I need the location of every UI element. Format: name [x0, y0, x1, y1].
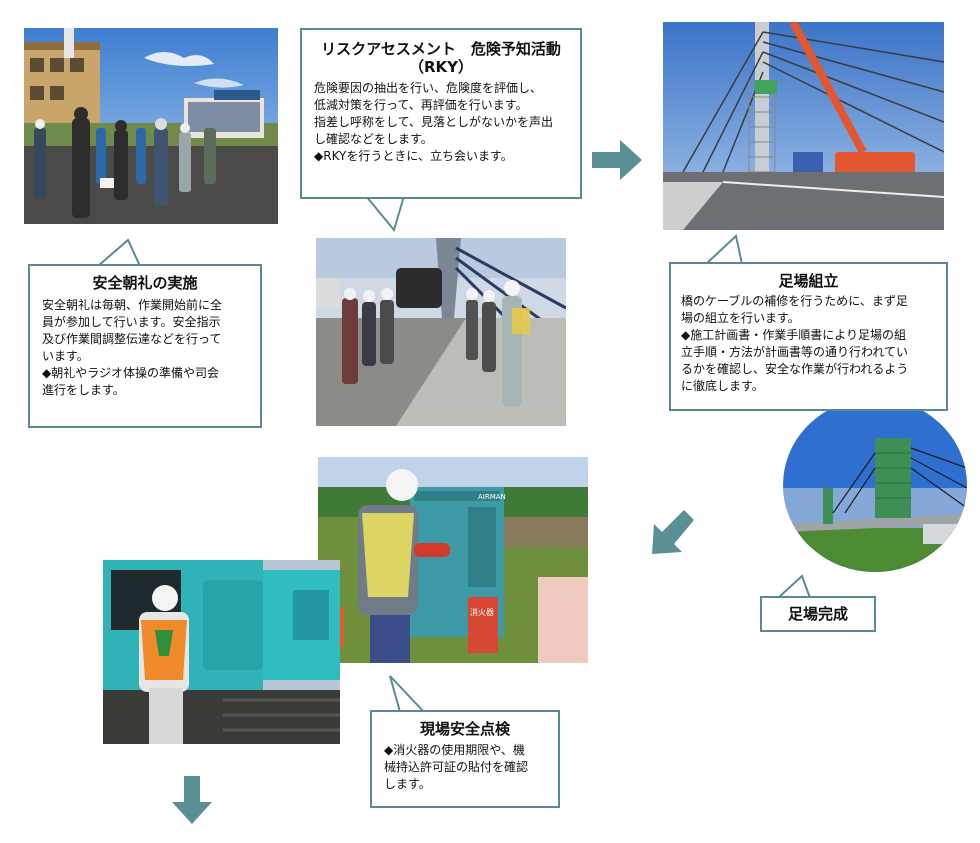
morning-body-line-1: 安全朝礼は毎朝、作業開始前に全 [42, 298, 223, 312]
scaffold-body-line-1: 橋のケーブルの補修を行うために、まず足 [681, 294, 908, 308]
scaffold-body-line-2: 場の組立を行います。 [681, 311, 800, 325]
rky-title-line1: リスクアセスメント 危険予知活動 [321, 40, 561, 58]
inspection-callout: 現場安全点検 ◆消火器の使用期限や、機 械持込許可証の貼付を確認 します。 [370, 710, 560, 808]
excavator-inspection-photo [103, 560, 340, 744]
morning-body-line-3: 及び作業間調整伝達などを行って [42, 332, 222, 346]
scaffold-complete-photo [783, 398, 967, 572]
rky-body-line-3: 指差し呼称をして、見落としがないかを声出 [314, 115, 554, 129]
scaffold-body-line-6: に徹底します。 [681, 379, 764, 393]
rky-body-line-5: ◆RKYを行うときに、立ち会います。 [314, 149, 513, 163]
safety-inspection-photo: AIRMAN 消火器 [318, 457, 588, 663]
morning-body-line-5: ◆朝礼やラジオ体操の準備や司会 [42, 366, 219, 380]
scaffold-done-title: 足場完成 [787, 605, 848, 623]
scaffold-done-callout: 足場完成 [760, 596, 876, 632]
inspection-body-line-2: 械持込許可証の貼付を確認 [384, 760, 529, 774]
scaffold-body-line-5: るかを確認し、安全な作業が行われるよう [681, 362, 909, 376]
down-arrow-icon [172, 776, 212, 824]
morning-title: 安全朝礼の実施 [92, 274, 198, 292]
scaffold-body-line-4: 立手順・方法が計画書等の通り行われてい [681, 345, 909, 359]
rky-callout-tail [363, 195, 406, 233]
right-arrow-icon [592, 140, 642, 180]
rky-body-line-4: し確認などをします。 [314, 132, 433, 146]
morning-callout: 安全朝礼の実施 安全朝礼は毎朝、作業開始前に全 員が参加して行います。安全指示 … [28, 264, 262, 428]
inspection-callout-tail [389, 675, 427, 713]
inspection-title: 現場安全点検 [419, 720, 510, 738]
rky-callout: リスクアセスメント 危険予知活動 （RKY） 危険要因の抽出を行い、危険度を評価… [300, 28, 582, 199]
morning-body-line-2: 員が参加して行います。安全指示 [42, 315, 221, 329]
rky-body-line-2: 低減対策を行って、再評価を行います。 [314, 98, 528, 112]
scaffold-assembly-photo [663, 22, 944, 230]
down-left-arrow-icon [652, 510, 694, 554]
inspection-body-line-1: ◆消火器の使用期限や、機 [384, 743, 525, 757]
generator-brand-label: AIRMAN [478, 493, 506, 501]
morning-body-line-4: います。 [42, 349, 89, 363]
scaffold-body-line-3: ◆施工計画書・作業手順書により足場の組 [681, 328, 906, 342]
rky-title-line2: （RKY） [408, 58, 474, 76]
fire-extinguisher-sign: 消火器 [470, 607, 494, 617]
morning-body-line-6: 進行をします。 [42, 383, 125, 397]
scaffold-callout: 足場組立 橋のケーブルの補修を行うために、まず足 場の組立を行います。 ◆施工計… [669, 262, 948, 411]
inspection-body-line-3: します。 [384, 777, 431, 791]
morning-assembly-photo [24, 28, 278, 224]
rky-body-line-1: 危険要因の抽出を行い、危険度を評価し、 [314, 81, 543, 95]
scaffold-title: 足場組立 [778, 272, 839, 290]
rky-bridge-photo [316, 238, 566, 426]
